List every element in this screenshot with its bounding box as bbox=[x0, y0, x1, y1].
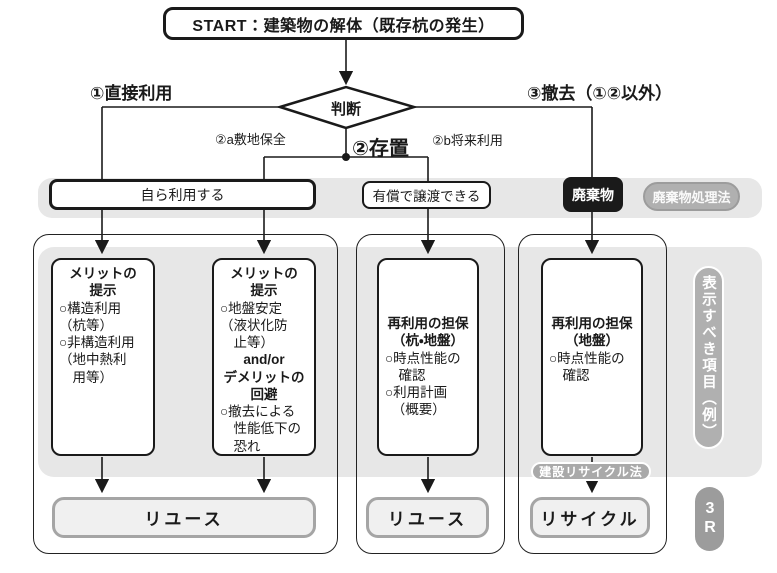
display-items-pill: 表示すべき項目（例） bbox=[693, 266, 724, 449]
three-r-pill: 3R bbox=[695, 487, 724, 551]
column-removal: 再利用の担保 （地盤） ○時点性能の 確認 bbox=[541, 258, 643, 456]
branch2-label: ②存置 bbox=[352, 138, 409, 160]
reuse-bar-2: リユース bbox=[366, 497, 489, 538]
transfer-box: 有償で譲渡できる bbox=[362, 181, 491, 209]
column4-heading: 再利用の担保 （地盤） bbox=[551, 316, 633, 349]
waste-box: 廃棄物 bbox=[563, 177, 623, 212]
three-r-label: 3R bbox=[701, 500, 719, 538]
group-removal bbox=[518, 234, 667, 554]
branch2a-label: ②a敷地保全 bbox=[215, 132, 286, 147]
self-use-label: 自ら利用する bbox=[140, 186, 225, 203]
waste-label: 廃棄物 bbox=[572, 186, 614, 203]
transfer-label: 有償で譲渡できる bbox=[372, 189, 481, 204]
column1-heading: メリットの 提示 bbox=[69, 266, 137, 299]
decision-label: 判断 bbox=[330, 101, 361, 118]
column2-heading: メリットの 提示 bbox=[230, 266, 298, 299]
reuse-bar-1: リユース bbox=[52, 497, 316, 538]
start-label: START：建築物の解体（既存杭の発生） bbox=[192, 17, 495, 35]
column2-body1: ○地盤安定 （液状化防 止等） bbox=[220, 300, 288, 351]
junction-dot bbox=[342, 153, 350, 161]
column4-body: ○時点性能の 確認 bbox=[549, 350, 625, 383]
self-use-box: 自ら利用する bbox=[49, 179, 316, 210]
branch3-label: ③撤去（①②以外） bbox=[527, 84, 673, 103]
recycle-bar: リサイクル bbox=[530, 497, 650, 538]
column3-heading: 再利用の担保 （杭・地盤） bbox=[387, 316, 469, 349]
column1-body: ○構造利用 （杭等） ○非構造利用 （地中熱利 用等） bbox=[59, 300, 135, 385]
waste-law-label: 廃棄物処理法 bbox=[652, 190, 731, 205]
column3-body: ○時点性能の 確認 ○利用計画 （概要） bbox=[385, 350, 461, 418]
reuse1-label: リユース bbox=[144, 510, 224, 529]
recycle-law-label: 建設リサイクル法 bbox=[539, 465, 643, 479]
group-transfer bbox=[356, 234, 505, 554]
column-future-use: 再利用の担保 （杭・地盤） ○時点性能の 確認 ○利用計画 （概要） bbox=[377, 258, 479, 456]
column-direct-structural: メリットの 提示 ○構造利用 （杭等） ○非構造利用 （地中熱利 用等） bbox=[51, 258, 155, 456]
group-direct-use bbox=[33, 234, 338, 554]
branch1-label: ①直接利用 bbox=[90, 84, 173, 103]
branch2b-label: ②b将来利用 bbox=[432, 133, 503, 148]
column2-body2: ○撤去による 性能低下の 恐れ bbox=[220, 404, 301, 454]
reuse2-label: リユース bbox=[387, 510, 468, 529]
column-site-preservation: メリットの 提示 ○地盤安定 （液状化防 止等） and/or デメリットの 回… bbox=[212, 258, 316, 456]
waste-law-pill: 廃棄物処理法 bbox=[643, 182, 740, 211]
column2-heading2: デメリットの 回避 bbox=[223, 369, 305, 402]
recycle-law-pill: 建設リサイクル法 bbox=[531, 462, 651, 481]
column2-connector: and/or bbox=[243, 352, 285, 368]
recycle-label: リサイクル bbox=[540, 510, 640, 529]
start-box: START：建築物の解体（既存杭の発生） bbox=[163, 7, 524, 40]
decision-diamond bbox=[275, 85, 419, 130]
display-items-label: 表示すべき項目（例） bbox=[700, 275, 716, 440]
